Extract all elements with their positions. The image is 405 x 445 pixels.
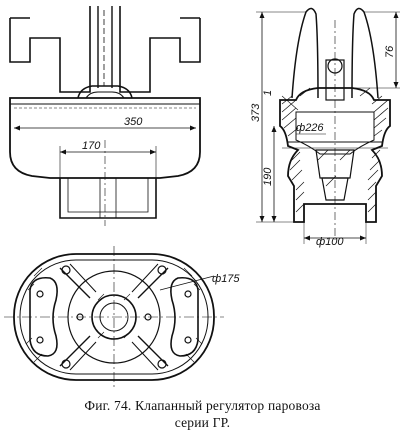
section-view xyxy=(279,7,391,240)
plan-bolt-holes xyxy=(36,265,192,369)
front-view xyxy=(9,6,201,226)
dim-76-label: 76 xyxy=(384,45,396,58)
dim-phi226-label: ф226 xyxy=(296,122,324,134)
dim-373-label: 373 xyxy=(250,103,262,122)
dim-170-label: 170 xyxy=(82,140,101,152)
dim-190-label: 190 xyxy=(262,167,274,186)
caption-line-1: Фиг. 74. Клапанный регулятор паровоза xyxy=(84,398,321,413)
section-dimension-lines xyxy=(256,11,400,244)
figure-caption: Фиг. 74. Клапанный регулятор паровоза се… xyxy=(0,397,405,431)
dim-phi175-label: ф175 xyxy=(212,273,240,285)
dim-350-label: 350 xyxy=(124,116,143,128)
plan-view xyxy=(4,246,224,388)
mark-1-label: 1 xyxy=(262,90,274,96)
plan-hatching xyxy=(25,267,203,363)
caption-line-2: серии ГР. xyxy=(174,415,231,430)
dim-phi100-label: ф100 xyxy=(316,236,344,248)
